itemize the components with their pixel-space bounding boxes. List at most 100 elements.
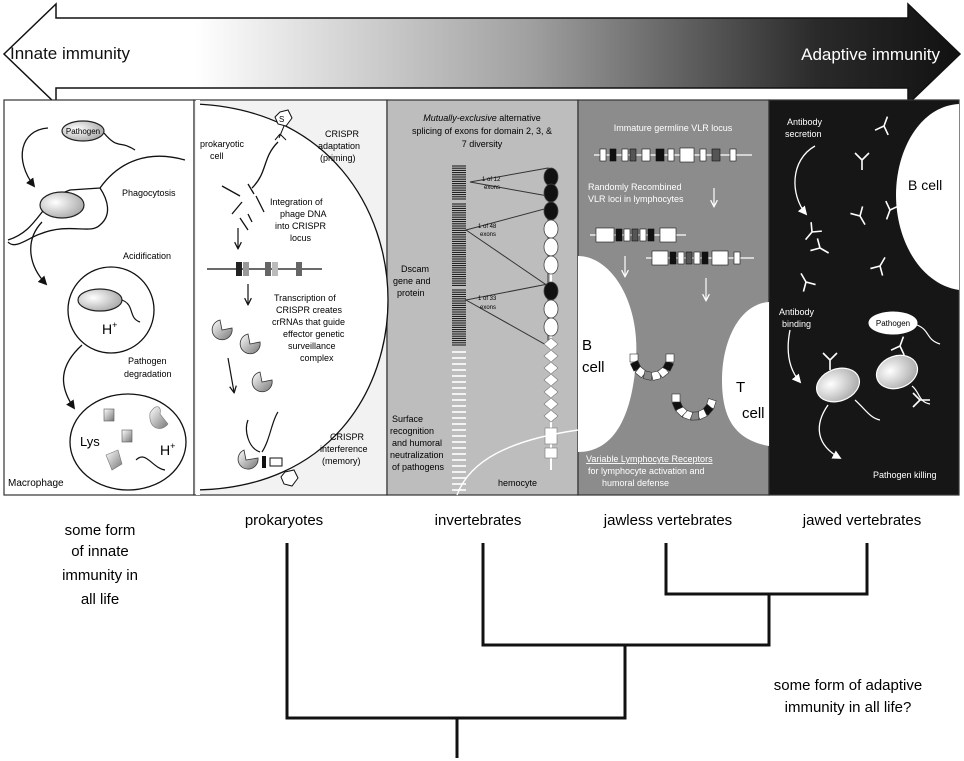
vlr-label-1: Variable Lymphocyte Receptors xyxy=(586,454,713,464)
pathogen-label-jawed: Pathogen xyxy=(876,319,910,328)
dscam-label-1: Dscam xyxy=(401,264,429,274)
antibody xyxy=(890,336,905,356)
taxon-prokaryotes: prokaryotes xyxy=(245,512,323,529)
surface-label-3: and humoral xyxy=(392,438,442,448)
degradation-label-2: degradation xyxy=(124,369,172,379)
fn-domain xyxy=(543,409,559,423)
vlr-segment xyxy=(641,148,651,162)
prokaryotic-cell-label-2: cell xyxy=(210,151,224,161)
antibody-secretion-label-2: secretion xyxy=(785,129,822,139)
crispr-adaptation-label-3: (priming) xyxy=(320,153,356,163)
lysosome-proton-label: H+ xyxy=(160,441,175,458)
antibody xyxy=(885,200,900,220)
ig-domain xyxy=(543,299,559,319)
degradation-label-1: Pathogen xyxy=(128,356,167,366)
vlr-segment xyxy=(711,148,721,162)
surface-label-1: Surface xyxy=(392,414,423,424)
crispr-interference-label-1: CRISPR xyxy=(330,432,365,442)
b-cell-label-2: cell xyxy=(582,359,605,376)
germline-vlr-locus xyxy=(594,147,752,163)
transcription-label-3: crRNAs that guide xyxy=(272,317,345,327)
hemocyte-label: hemocyte xyxy=(498,478,537,488)
vlr-segment xyxy=(639,228,647,242)
antibody-binding-label-2: binding xyxy=(782,319,811,329)
exons-c-label-2: exons xyxy=(480,305,496,311)
surface-label-5: of pathogens xyxy=(392,462,445,472)
vlr-segment xyxy=(699,148,707,162)
recombined-label-1: Randomly Recombined xyxy=(588,182,682,192)
fn-domain xyxy=(543,349,559,363)
fn-domain xyxy=(543,385,559,399)
crispr-adaptation-label-2: adaptation xyxy=(318,141,360,151)
macrophage-label: Macrophage xyxy=(8,478,64,489)
taxon-invertebrates: invertebrates xyxy=(435,512,522,529)
pathogen-jawed xyxy=(868,311,918,335)
vlr-segment xyxy=(609,148,617,162)
lrr-module xyxy=(665,353,675,363)
vlr-segment xyxy=(629,148,637,162)
vlr-segment xyxy=(623,228,631,242)
vlr-receptor-on-b-cell xyxy=(629,353,675,381)
crispr-interference-label-3: (memory) xyxy=(322,456,361,466)
invertebrate-panel-content: Mutually-exclusive alternative splicing … xyxy=(390,113,579,496)
vlr-segment xyxy=(693,251,701,265)
splicing-title-3: 7 diversity xyxy=(462,139,503,149)
vlr-segment xyxy=(729,148,737,162)
ig-domain xyxy=(543,255,559,275)
t-cell-label-2: cell xyxy=(742,405,765,422)
b-cell-label-1: B xyxy=(582,337,592,354)
vlr-segment xyxy=(685,251,693,265)
pathogen-cell xyxy=(61,120,105,142)
antibody xyxy=(850,206,866,226)
dscam-label-3: protein xyxy=(397,288,425,298)
fn-domain xyxy=(543,337,559,351)
ig-domain xyxy=(543,317,559,337)
prokaryotic-cell xyxy=(195,103,389,491)
vlr-label-2: for lymphocyte activation and xyxy=(588,466,705,476)
innate-panel-content: Pathogen Phagocytosis Acidification H+ P… xyxy=(7,120,187,491)
b-cell-shape xyxy=(578,256,637,452)
dscam-protein xyxy=(543,167,559,470)
lys-label: Lys xyxy=(80,434,100,449)
antibody xyxy=(874,116,889,136)
taxon-jawless-vertebrates: jawless vertebrates xyxy=(603,512,732,529)
integration-label-2: phage DNA xyxy=(280,209,327,219)
exons-b-label-2: exons xyxy=(480,232,496,238)
jawless-panel-content: Immature germline VLR locus Randomly Rec… xyxy=(578,123,769,488)
phagocytosis-label: Phagocytosis xyxy=(122,188,176,198)
transcription-label-4: effector genetic xyxy=(283,329,345,339)
vlr-segment xyxy=(651,250,669,266)
vlr-segment xyxy=(667,148,675,162)
splicing-title-2: splicing of exons for domain 2, 3, & xyxy=(412,126,552,136)
exons-a-label-1: 1 of 12 xyxy=(482,177,501,183)
vlr-segment xyxy=(615,228,623,242)
cytoplasmic-domain xyxy=(544,447,558,459)
exons-c-label-1: 1 of 33 xyxy=(478,296,497,302)
surface-label-4: neutralization xyxy=(390,450,444,460)
vlr-label-3: humoral defense xyxy=(602,478,669,488)
innate-adaptive-arrow: Innate immunity Adaptive immunity xyxy=(2,2,962,106)
antibody xyxy=(800,272,816,292)
vlr-segment xyxy=(669,251,677,265)
vlr-segment xyxy=(631,228,639,242)
ig-domain xyxy=(543,167,559,187)
t-cell-shape xyxy=(722,302,769,446)
ig-domain xyxy=(543,183,559,203)
transcription-label-5: surveillance xyxy=(288,341,336,351)
transcription-label-2: CRISPR creates xyxy=(276,305,343,315)
vlr-segment xyxy=(621,148,629,162)
ig-domain xyxy=(543,219,559,239)
antibody xyxy=(822,352,838,370)
antibody xyxy=(804,222,822,241)
ig-domain xyxy=(543,201,559,221)
germline-label: Immature germline VLR locus xyxy=(614,123,733,133)
adaptive-note-2: immunity in all life? xyxy=(785,699,912,716)
taxon-jawed-vertebrates: jawed vertebrates xyxy=(802,512,921,529)
crispr-interference-label-2: interference xyxy=(320,444,368,454)
recombined-label-2: VLR loci in lymphocytes xyxy=(588,194,684,204)
antibody-secretion-label-1: Antibody xyxy=(787,117,823,127)
acidification-label: Acidification xyxy=(123,251,171,261)
adaptive-immunity-label: Adaptive immunity xyxy=(801,45,940,64)
vlr-receptor-on-t-cell xyxy=(671,393,717,421)
